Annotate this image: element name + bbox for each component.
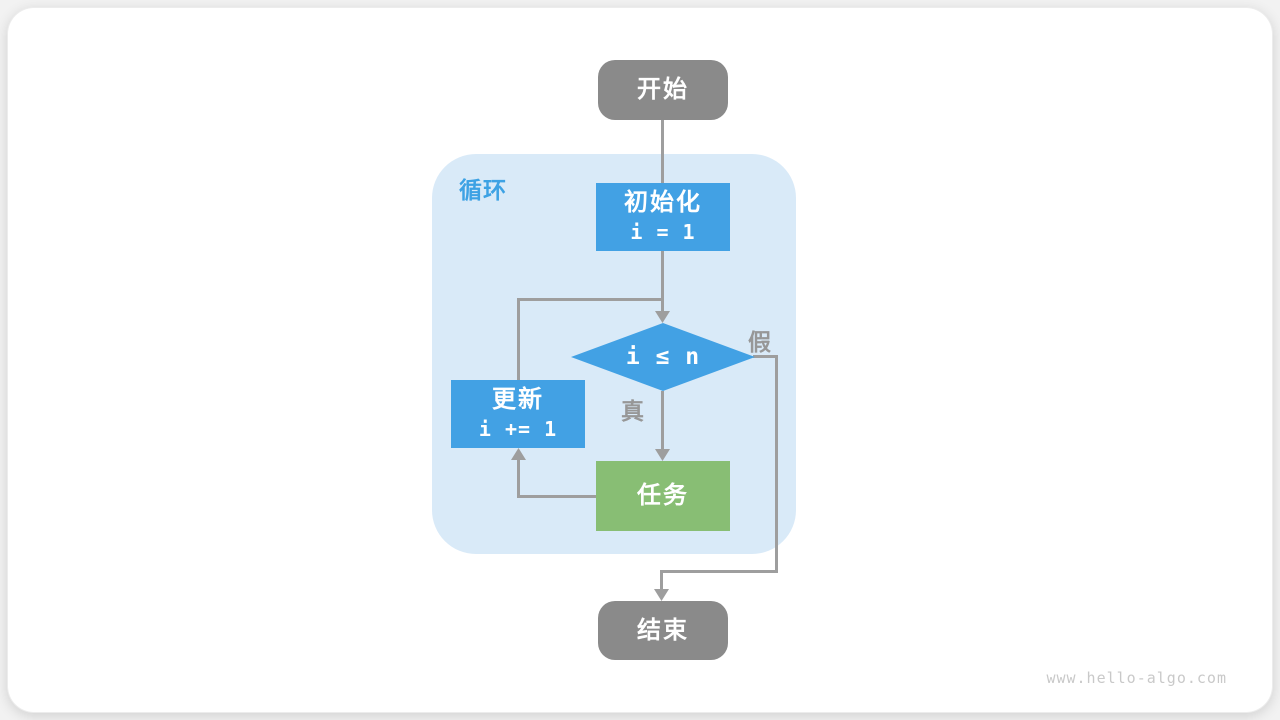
task-node-label: 任务 (637, 482, 689, 509)
start-node: 开始 (598, 60, 728, 120)
branch-false-label: 假 (748, 329, 771, 355)
start-node-label: 开始 (637, 76, 689, 103)
canvas-card: 循环 开始 初始化 i = 1 i ≤ n 假 真 更新 i += 1 任务 (8, 8, 1272, 712)
end-node: 结束 (598, 601, 728, 660)
init-node-label: 初始化 (624, 189, 702, 216)
update-node-code: i += 1 (478, 417, 558, 441)
end-node-label: 结束 (637, 616, 689, 644)
watermark: www.hello-algo.com (1046, 669, 1227, 687)
condition-expression: i ≤ n (625, 344, 701, 370)
task-node: 任务 (596, 461, 730, 531)
loop-region-label: 循环 (459, 177, 507, 203)
arrowhead-into-end (654, 589, 669, 601)
branch-true-label: 真 (621, 398, 644, 424)
update-node-label: 更新 (492, 386, 544, 413)
update-node: 更新 i += 1 (451, 380, 585, 448)
init-node-code: i = 1 (630, 220, 696, 244)
init-node: 初始化 i = 1 (596, 183, 730, 251)
